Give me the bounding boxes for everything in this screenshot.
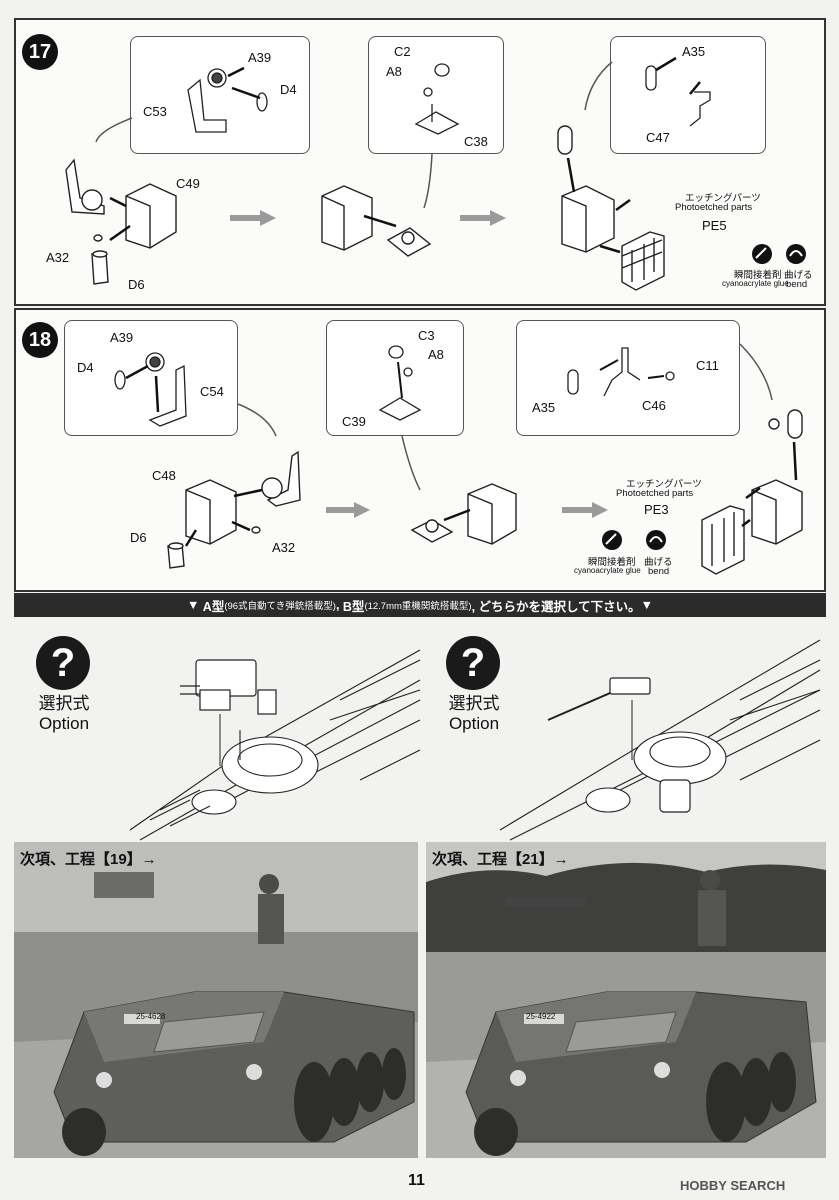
- option-left-en: Option: [38, 714, 90, 733]
- option-question-icon: ?: [36, 636, 90, 690]
- banner-left-arrow: ▼: [186, 598, 200, 612]
- part-label-a35: A35: [682, 44, 706, 59]
- etched-label-jp: エッチングパーツ: [626, 479, 702, 490]
- banner-instruction: , どちらかを選択して下さい。: [471, 599, 641, 614]
- step-18-callout-1: [64, 320, 238, 436]
- part-label-c2: C2: [394, 44, 411, 59]
- etched-label-jp: エッチングパーツ: [685, 193, 761, 204]
- banner-b-note: (12.7mm重機関銃搭載型): [364, 601, 472, 612]
- banner-right-arrow: ▼: [640, 598, 654, 612]
- part-label-a8: A8: [386, 64, 402, 79]
- bend-label-en: bend: [648, 566, 670, 577]
- etched-label-en: Photoetched parts: [616, 488, 694, 499]
- photo-right-caption: 次項、工程【21】→: [432, 851, 569, 868]
- part-label-a32: A32: [46, 250, 70, 265]
- part-label-a32: A32: [272, 540, 296, 555]
- photo-left-plate: 25-4628: [136, 1012, 166, 1021]
- watermark-logo: HOBBY SEARCH: [680, 1178, 786, 1193]
- part-label-c38: C38: [464, 134, 488, 149]
- etched-label-en: Photoetched parts: [675, 202, 753, 213]
- part-label-a8: A8: [428, 347, 444, 362]
- option-left-label: 選択式 Option: [24, 694, 104, 734]
- part-label-d6: D6: [130, 530, 147, 545]
- option-question-icon: ?: [446, 636, 500, 690]
- step-17-drawings: [65, 56, 806, 291]
- banner-a-type: A型: [202, 599, 225, 614]
- glue-label-jp: 瞬間接着剤: [734, 270, 782, 281]
- part-label-c49: C49: [176, 176, 200, 191]
- glue-label-en: cyanoacrylate glue: [574, 566, 641, 575]
- part-label-c39: C39: [342, 414, 366, 429]
- part-label-c54: C54: [200, 384, 224, 399]
- part-label-c46: C46: [642, 398, 666, 413]
- option-right-label: 選択式 Option: [434, 694, 514, 734]
- part-label-pe5: PE5: [702, 218, 727, 233]
- part-label-a35: A35: [532, 400, 556, 415]
- part-label-c48: C48: [152, 468, 176, 483]
- step-17-callout-1: [130, 36, 310, 154]
- banner-b-type: B型: [342, 599, 365, 614]
- glue-label-jp: 瞬間接着剤: [588, 557, 636, 568]
- photo-left-caption: 次項、工程【19】→: [20, 851, 157, 868]
- step-18-drawings: [114, 343, 803, 575]
- part-label-d4: D4: [280, 82, 297, 97]
- part-label-c11: C11: [696, 358, 719, 373]
- part-label-c3: C3: [418, 328, 435, 343]
- part-label-a39: A39: [248, 50, 272, 65]
- banner-a-note: (96式自動てき弾銃搭載型): [224, 601, 336, 612]
- bend-label-jp: 曲げる: [784, 270, 813, 281]
- vehicle-photo-type-a: 次項、工程【19】→ 25-4628: [14, 842, 418, 1158]
- banner-sep: ,: [335, 598, 340, 612]
- vehicle-photo-type-b: 次項、工程【21】→ 25-4922: [426, 842, 826, 1158]
- option-right-en: Option: [448, 714, 500, 733]
- option-choice-banner: ▼ A型 (96式自動てき弾銃搭載型) , B型 (12.7mm重機関銃搭載型)…: [14, 593, 826, 617]
- step-18-callout-2: [326, 320, 464, 436]
- glue-label-en: cyanoacrylate glue: [722, 279, 789, 288]
- option-a-drawing: [129, 639, 821, 841]
- part-label-pe3: PE3: [644, 502, 669, 517]
- part-label-c47: C47: [646, 130, 670, 145]
- step-17-badge: 17: [22, 34, 58, 70]
- bend-label-jp: 曲げる: [644, 557, 673, 568]
- step-17-callout-3: [610, 36, 766, 154]
- part-label-c53: C53: [143, 104, 167, 119]
- step-17-callout-2: [368, 36, 504, 154]
- step-18-badge: 18: [22, 322, 58, 358]
- option-right-jp: 選択式: [448, 694, 500, 713]
- part-label-a39: A39: [110, 330, 134, 345]
- page-number: 11: [408, 1172, 425, 1189]
- part-label-d6: D6: [128, 277, 145, 292]
- option-left-jp: 選択式: [38, 694, 90, 713]
- photo-right-plate: 25-4922: [526, 1012, 556, 1021]
- bend-label-en: bend: [786, 279, 808, 290]
- part-label-d4: D4: [77, 360, 94, 375]
